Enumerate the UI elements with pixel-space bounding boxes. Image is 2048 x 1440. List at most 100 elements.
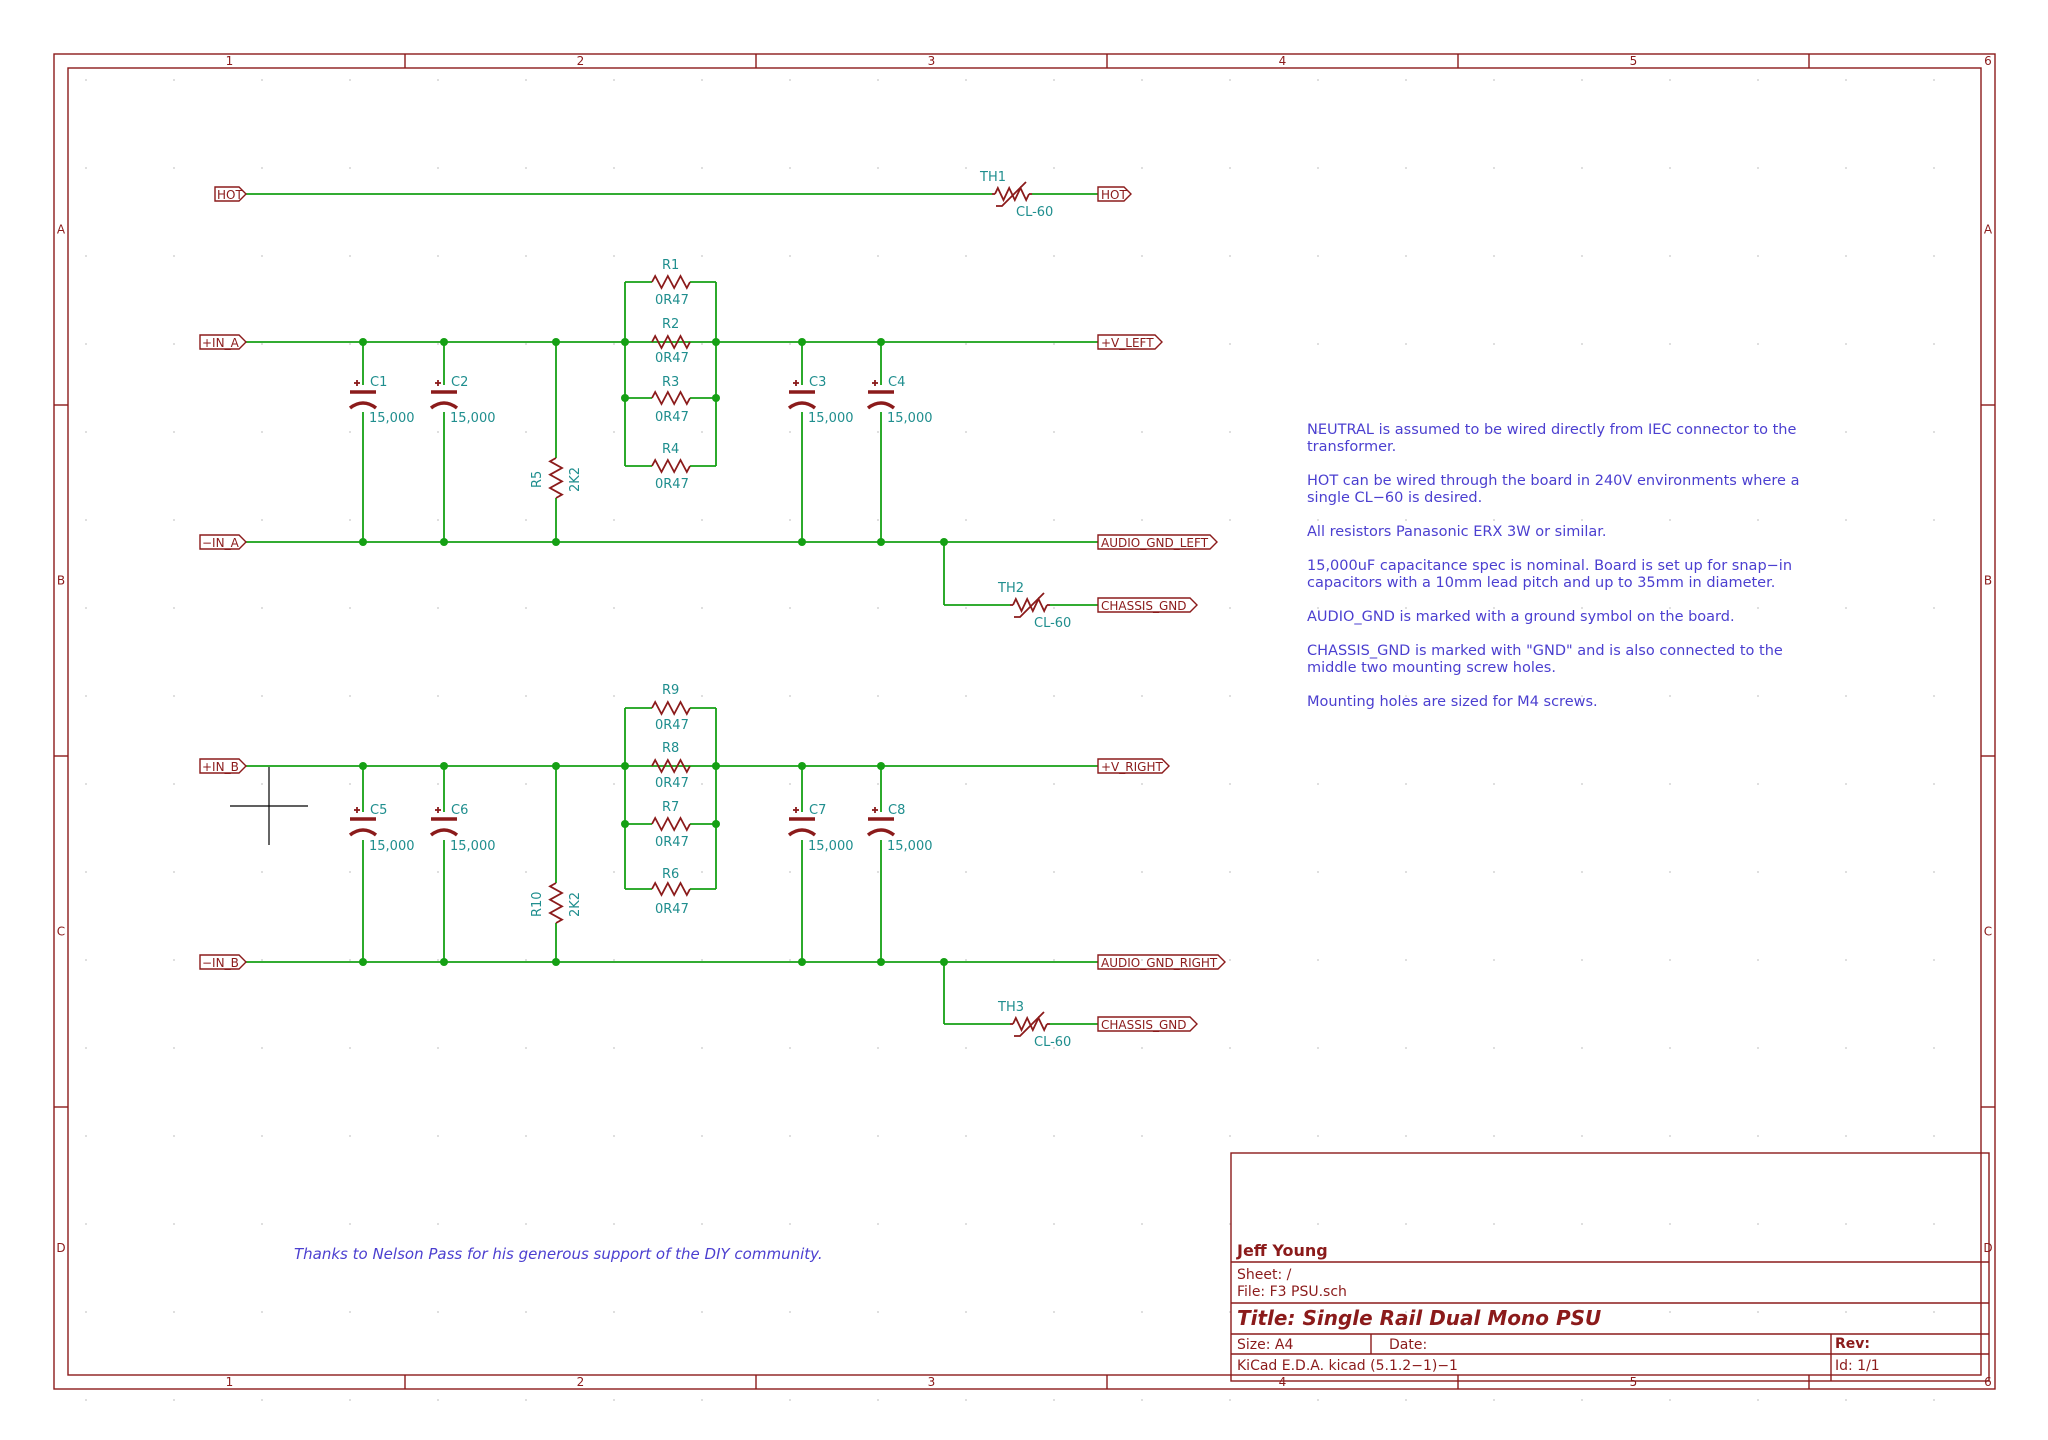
sheet-size: Size: A4 [1237,1337,1293,1353]
r2-ref: R2 [662,317,679,332]
r10-symbol [548,882,564,924]
th1-value: CL-60 [1016,205,1053,220]
r9-ref: R9 [662,683,679,698]
junction-dot [359,958,367,966]
label-audio-gnd-left: AUDIO_GND_LEFT [1101,536,1209,550]
sheet-id: Id: 1/1 [1835,1358,1880,1374]
thanks-note: Thanks to Nelson Pass for his generous s… [294,1245,823,1263]
row-label-right: B [1984,574,1992,588]
r3-symbol [651,390,691,406]
junction-dot [877,762,885,770]
c7-ref: C7 [809,803,826,818]
r7-value: 0R47 [655,835,689,850]
label-in-a-neg: −IN_A [202,536,240,550]
c5-symbol-plate-minus [348,828,378,837]
col-label-top: 6 [1984,54,1992,68]
note-line-1: NEUTRAL is assumed to be wired directly … [1307,422,1796,438]
junction-dot [798,958,806,966]
r2-value: 0R47 [655,351,689,366]
row-label-left: C [57,925,65,939]
grid-dots [85,79,1935,1401]
row-label-left: A [57,223,66,237]
r7-symbol [651,816,691,832]
col-label-top: 4 [1279,54,1287,68]
th3-symbol-slash [1014,1011,1045,1037]
row-label-right: A [1984,223,1993,237]
junction-dot [798,538,806,546]
th2-ref: TH2 [997,581,1024,596]
c4-value: 15,000 [887,411,933,426]
r6-ref: R6 [662,867,679,882]
th3-ref: TH3 [997,1000,1024,1015]
r1-value: 0R47 [655,293,689,308]
label-hot-in: HOT [217,188,243,202]
note-line-5: All resistors Panasonic ERX 3W or simila… [1307,524,1607,540]
note-line-10: middle two mounting screw holes. [1307,660,1556,676]
company-name: Jeff Young [1236,1241,1328,1260]
r6-value: 0R47 [655,902,689,917]
r2-symbol [651,334,691,350]
tool-version: KiCad E.D.A. kicad (5.1.2−1)−1 [1237,1358,1458,1374]
junction-dot [621,762,629,770]
c6-value: 15,000 [450,839,496,854]
junction-dot [440,958,448,966]
c8-symbol-plate-minus [866,828,896,837]
c2-ref: C2 [451,375,468,390]
junction-dot [712,338,720,346]
label-audio-gnd-right: AUDIO_GND_RIGHT [1101,956,1218,970]
component-texts: TH1 CL-60 TH2 CL-60 TH3 CL-60 R1 0R47 R2… [369,170,1071,1050]
junction-dot [940,538,948,546]
th1-symbol [994,185,1030,203]
col-label-bottom: 1 [226,1375,234,1389]
junctions [359,338,948,966]
note-line-6: 15,000uF capacitance spec is nominal. Bo… [1307,558,1792,574]
r8-symbol [651,758,691,774]
th2-symbol-slash [1014,592,1045,618]
label-in-b-neg: −IN_B [202,956,239,970]
r1-ref: R1 [662,258,679,273]
r6-symbol [651,881,691,897]
junction-dot [877,958,885,966]
c5-ref: C5 [370,803,387,818]
r7-ref: R7 [662,800,679,815]
r4-value: 0R47 [655,477,689,492]
label-v-left: +V_LEFT [1101,336,1154,350]
label-hot-out: HOT [1101,188,1127,202]
row-label-left: D [56,1241,65,1255]
junction-dot [359,762,367,770]
junction-dot [552,338,560,346]
design-notes: NEUTRAL is assumed to be wired directly … [1307,422,1799,710]
c4-symbol-plate-minus [866,401,896,410]
label-in-a-pos: +IN_A [202,336,240,350]
col-label-top: 3 [928,54,936,68]
col-label-top: 5 [1630,54,1638,68]
th3-value: CL-60 [1034,1035,1071,1050]
sheet-frame [53,53,1996,1390]
r1-symbol [651,274,691,290]
r3-value: 0R47 [655,410,689,425]
wires [246,193,1098,1025]
r4-symbol [651,458,691,474]
th1-ref: TH1 [979,170,1006,185]
r5-ref: R5 [530,471,545,488]
component-symbols [348,181,1050,1037]
r5-symbol [548,457,564,499]
row-label-right: D [1983,1241,1992,1255]
junction-dot [712,762,720,770]
note-line-3: HOT can be wired through the board in 24… [1307,473,1799,489]
c2-value: 15,000 [450,411,496,426]
junction-dot [877,538,885,546]
junction-dot [940,958,948,966]
note-line-7: capacitors with a 10mm lead pitch and up… [1307,575,1775,591]
col-label-bottom: 6 [1984,1375,1992,1389]
th1-symbol-slash [996,181,1027,207]
c4-ref: C4 [888,375,905,390]
note-line-2: transformer. [1307,439,1396,455]
c1-symbol-plate-minus [348,401,378,410]
row-label-right: C [1984,925,1992,939]
junction-dot [712,820,720,828]
junction-dot [552,958,560,966]
c1-value: 15,000 [369,411,415,426]
